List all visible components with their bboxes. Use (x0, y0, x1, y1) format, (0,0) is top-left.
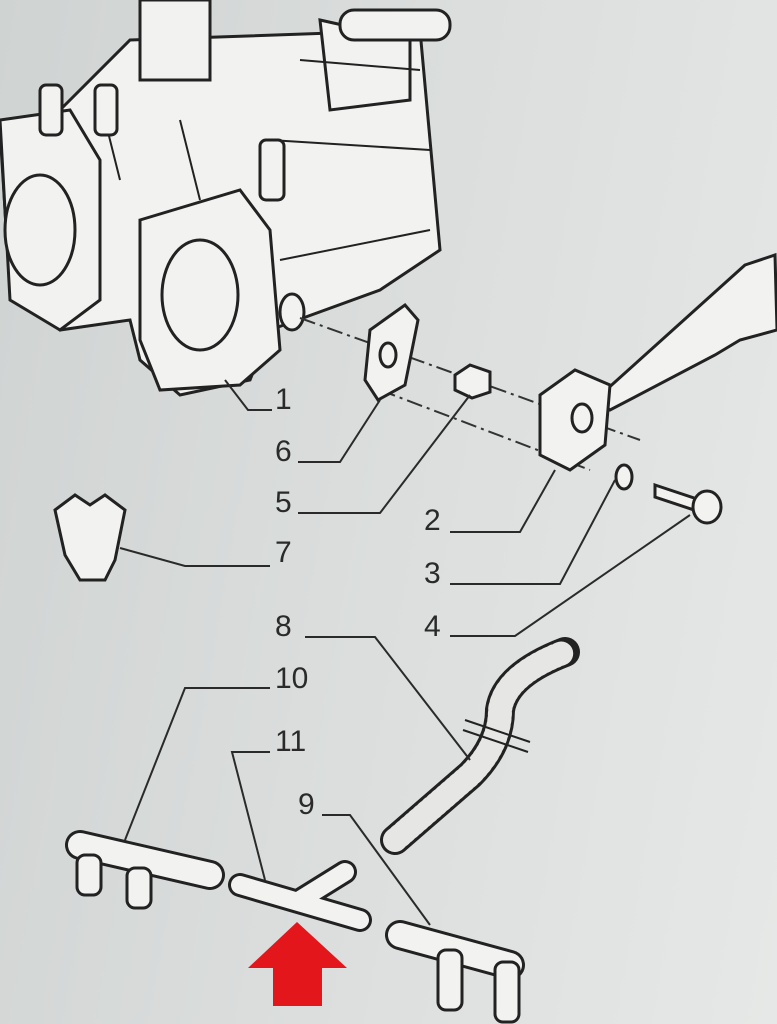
washer-part-3 (614, 463, 634, 491)
label-part-3: 3 (424, 557, 441, 590)
label-part-8: 8 (275, 610, 292, 643)
label-part-7: 7 (275, 536, 292, 569)
label-part-4: 4 (424, 610, 441, 643)
fitting-part-9 (385, 920, 525, 1024)
label-part-5: 5 (275, 486, 292, 519)
label-part-6: 6 (275, 435, 292, 468)
label-part-9: 9 (298, 788, 315, 821)
label-part-2: 2 (424, 504, 441, 537)
screw-part-4 (653, 482, 723, 525)
carburetor-part-1 (0, 0, 452, 397)
y-fitting-part-11 (228, 860, 372, 932)
nut-part-5 (453, 363, 492, 400)
leader-lines (119, 379, 691, 926)
label-part-1: 1 (275, 383, 292, 416)
label-part-11: 11 (275, 725, 307, 758)
fitting-part-10 (65, 830, 225, 910)
highlight-arrow (248, 922, 347, 1006)
label-part-10: 10 (275, 662, 309, 695)
sensor-part-2 (538, 252, 777, 472)
clip-part-7 (53, 493, 127, 582)
